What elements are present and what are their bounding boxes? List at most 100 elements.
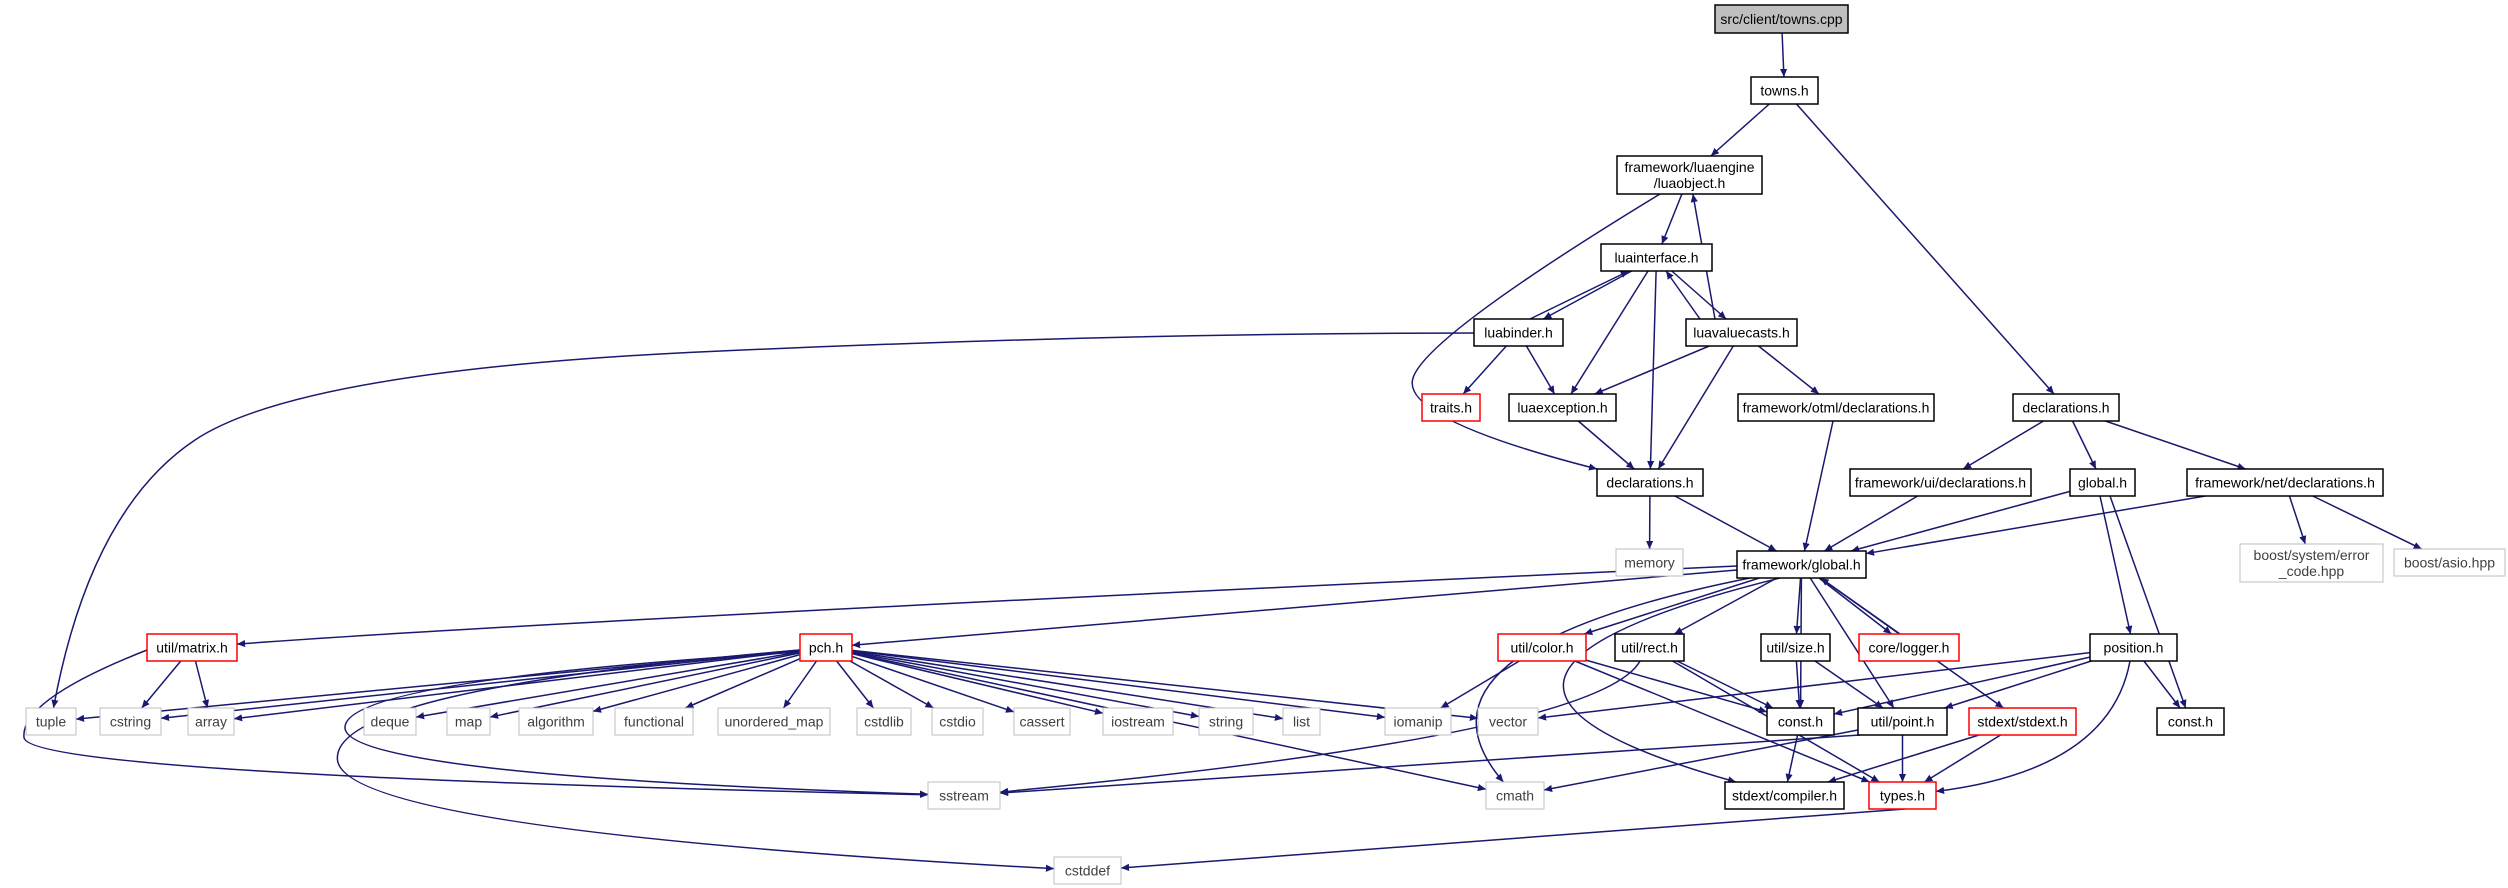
node-label: global.h bbox=[2078, 475, 2127, 491]
edge-net_decl_h-to-boost_error_code bbox=[2288, 495, 2307, 545]
node-box bbox=[614, 707, 694, 736]
node-net-decl-h[interactable]: framework/net/declarations.h bbox=[2186, 468, 2384, 497]
edge-position_h-to-point_h bbox=[1944, 660, 2092, 709]
node-box bbox=[1102, 707, 1174, 736]
edge-luainterface_h-to-luabinder_h bbox=[1542, 270, 1633, 320]
node-box bbox=[187, 707, 235, 736]
node-box bbox=[1614, 633, 1685, 662]
node-logger-h[interactable]: core/logger.h bbox=[1858, 633, 1960, 662]
node-cstdlib: cstdlib bbox=[856, 707, 912, 736]
node-label: src/client/towns.cpp bbox=[1720, 11, 1842, 27]
node-label: framework/net/declarations.h bbox=[2195, 475, 2375, 491]
node-algorithm: algorithm bbox=[518, 707, 594, 736]
node-global-h[interactable]: global.h bbox=[2069, 468, 2136, 497]
edge-rect_h-to-sstream bbox=[999, 660, 1641, 795]
node-point-h[interactable]: util/point.h bbox=[1857, 707, 1948, 736]
node-box bbox=[1477, 707, 1539, 736]
edge-global_h-to-const_h_b bbox=[2109, 495, 2187, 709]
node-fw-global-h[interactable]: framework/global.h bbox=[1736, 550, 1867, 579]
edges-layer bbox=[23, 32, 2423, 872]
node-label: cstring bbox=[110, 714, 151, 730]
node-sstream: sstream bbox=[927, 781, 1001, 810]
node-box bbox=[1198, 707, 1254, 736]
node-cstdio: cstdio bbox=[931, 707, 984, 736]
node-box bbox=[446, 707, 491, 736]
node-box bbox=[1714, 4, 1849, 34]
node-label: framework/luaengine bbox=[1625, 159, 1755, 175]
node-box bbox=[1615, 548, 1684, 577]
node-const-h-a[interactable]: const.h bbox=[1766, 707, 1835, 736]
node-box bbox=[1421, 393, 1481, 422]
edge-size_h-to-point_h bbox=[1814, 660, 1884, 709]
node-box bbox=[856, 707, 912, 736]
node-box bbox=[1600, 243, 1713, 272]
edge-pch_h-to-cstdio bbox=[849, 660, 934, 709]
node-box bbox=[1508, 393, 1617, 422]
node-array: array bbox=[187, 707, 235, 736]
node-stdext-h[interactable]: stdext/stdext.h bbox=[1968, 707, 2077, 736]
edge-point_h-to-cmath bbox=[1543, 729, 1859, 792]
edge-pch_h-to-string bbox=[851, 651, 1200, 719]
node-label: map bbox=[455, 714, 482, 730]
node-otml-decl-h[interactable]: framework/otml/declarations.h bbox=[1737, 393, 1935, 422]
node-luainterface-h[interactable]: luainterface.h bbox=[1600, 243, 1713, 272]
edge-luavaluecasts_h-to-declarations_h_lua bbox=[1657, 345, 1734, 470]
node-box bbox=[1968, 707, 2077, 736]
node-compiler-h[interactable]: stdext/compiler.h bbox=[1724, 781, 1845, 810]
node-declarations-h-top[interactable]: declarations.h bbox=[2012, 393, 2120, 422]
node-pch-h[interactable]: pch.h bbox=[799, 633, 853, 662]
node-types-h[interactable]: types.h bbox=[1868, 781, 1937, 810]
edge-color_h-to-types_h bbox=[1574, 660, 1870, 783]
node-box bbox=[1053, 856, 1122, 885]
node-const-h-b[interactable]: const.h bbox=[2156, 707, 2225, 736]
node-label: string bbox=[1209, 714, 1243, 730]
edge-color_h-to-iomanip bbox=[1440, 660, 1520, 709]
node-label: core/logger.h bbox=[1869, 640, 1950, 656]
node-towns-h[interactable]: towns.h bbox=[1750, 76, 1819, 105]
node-traits-h[interactable]: traits.h bbox=[1421, 393, 1481, 422]
node-label: towns.h bbox=[1760, 83, 1808, 99]
edge-pch_h-to-functional bbox=[685, 657, 801, 709]
node-label: array bbox=[195, 714, 227, 730]
node-label: boost/asio.hpp bbox=[2404, 555, 2495, 571]
node-luaobject-h[interactable]: framework/luaengine/luaobject.h bbox=[1616, 155, 1763, 195]
node-ui-decl-h[interactable]: framework/ui/declarations.h bbox=[1849, 468, 2032, 497]
node-label: luabinder.h bbox=[1484, 325, 1553, 341]
node-label: declarations.h bbox=[2022, 400, 2109, 416]
edge-fw_global_h-to-point_h bbox=[1809, 577, 1895, 709]
node-box bbox=[1760, 633, 1831, 662]
edge-stdext_h-to-types_h bbox=[1923, 734, 2002, 783]
node-box bbox=[1013, 707, 1071, 736]
node-box bbox=[1736, 550, 1867, 579]
node-string: string bbox=[1198, 707, 1254, 736]
node-luaexception-h[interactable]: luaexception.h bbox=[1508, 393, 1617, 422]
node-luabinder-h[interactable]: luabinder.h bbox=[1473, 318, 1564, 347]
node-towns-cpp[interactable]: src/client/towns.cpp bbox=[1714, 4, 1849, 34]
node-cstring: cstring bbox=[99, 707, 162, 736]
edge-declarations_h_top-to-ui_decl_h bbox=[1962, 420, 2044, 470]
node-luavaluecasts-h[interactable]: luavaluecasts.h bbox=[1685, 318, 1798, 347]
edge-towns_cpp-to-towns_h bbox=[1779, 32, 1788, 78]
node-label: const.h bbox=[1778, 714, 1823, 730]
node-size-h[interactable]: util/size.h bbox=[1760, 633, 1831, 662]
edge-pch_h-to-cassert bbox=[851, 655, 1015, 713]
node-label: vector bbox=[1489, 714, 1527, 730]
node-functional: functional bbox=[614, 707, 694, 736]
node-declarations-h-lua[interactable]: declarations.h bbox=[1596, 468, 1704, 497]
node-label: util/size.h bbox=[1766, 640, 1824, 656]
edge-luabinder_h-to-tuple bbox=[51, 332, 1481, 709]
node-matrix-h[interactable]: util/matrix.h bbox=[146, 633, 238, 662]
node-box bbox=[1485, 781, 1545, 810]
node-iomanip: iomanip bbox=[1384, 707, 1452, 736]
node-box bbox=[1685, 318, 1798, 347]
node-position-h[interactable]: position.h bbox=[2089, 633, 2178, 662]
edge-logger_h-to-fw_global_h bbox=[1820, 577, 1901, 635]
edge-size_h-to-const_h_a bbox=[1795, 660, 1803, 709]
node-box bbox=[25, 707, 77, 736]
node-rect-h[interactable]: util/rect.h bbox=[1614, 633, 1685, 662]
node-label: traits.h bbox=[1430, 400, 1472, 416]
node-color-h[interactable]: util/color.h bbox=[1497, 633, 1587, 662]
node-label: util/point.h bbox=[1871, 714, 1935, 730]
edge-matrix_h-to-cstring bbox=[141, 660, 182, 709]
